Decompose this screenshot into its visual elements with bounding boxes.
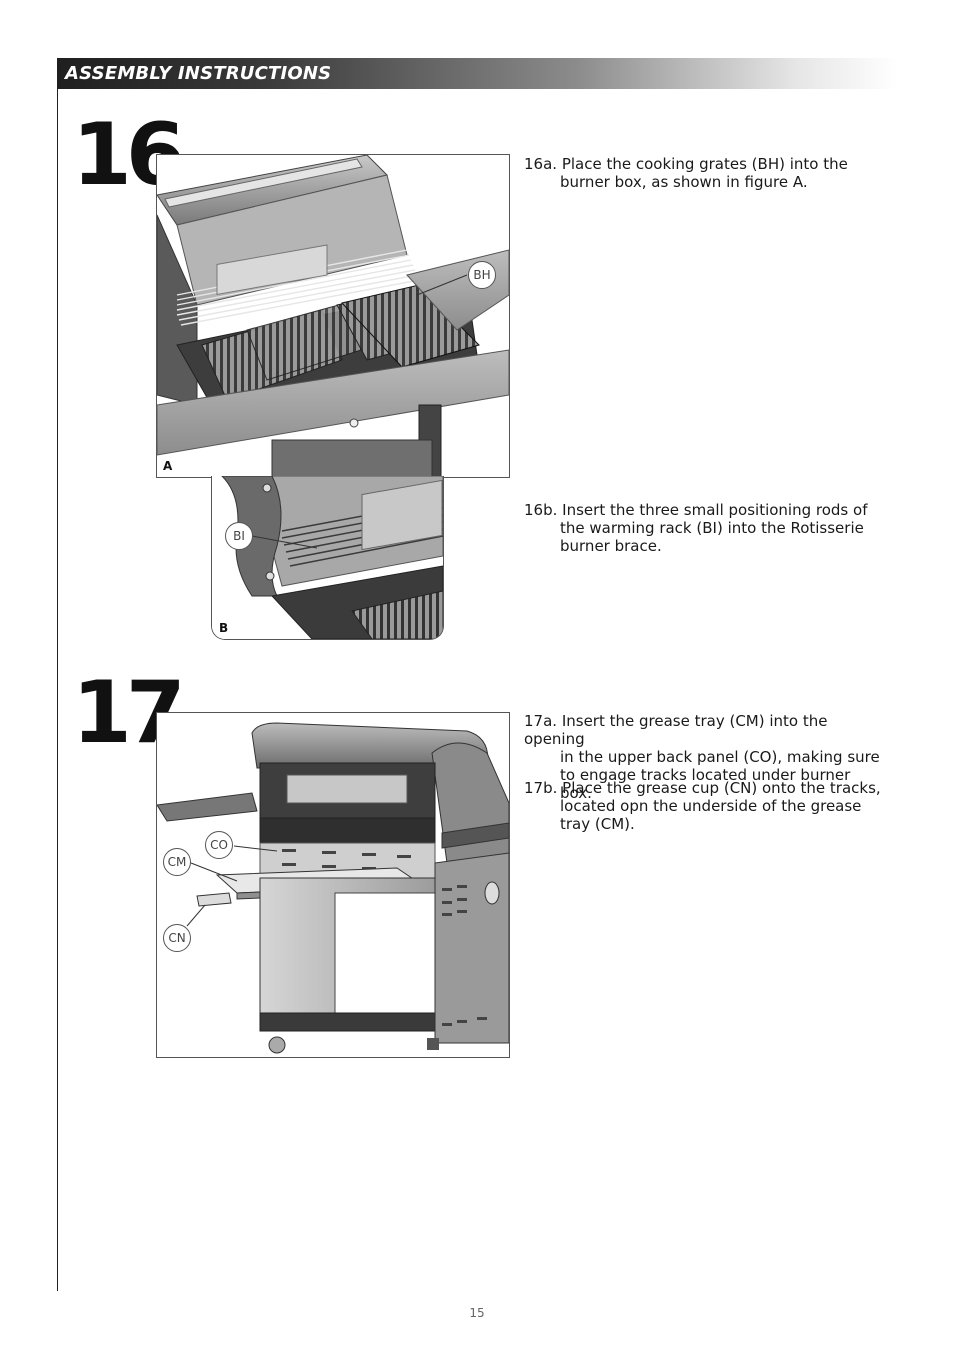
instruction-17a: 17a. Insert the grease tray (CM) into th… [524, 712, 884, 802]
left-margin-rule [57, 89, 58, 1291]
instruction-text: Place the grease cup (CN) onto the track… [562, 779, 881, 797]
callout-co: CO [205, 831, 233, 859]
instruction-text: Place the cooking grates (BH) into the [561, 155, 848, 173]
callout-bh: BH [468, 261, 496, 289]
figure-label-b: B [219, 621, 229, 635]
section-title: ASSEMBLY INSTRUCTIONS [65, 63, 332, 84]
figure-grill-grease-tray: CO CM CN [156, 712, 510, 1058]
instruction-text: burner brace. [560, 537, 662, 555]
section-header-bar: ASSEMBLY INSTRUCTIONS [57, 58, 897, 89]
instruction-prefix: 16a. [524, 155, 558, 173]
instruction-16a: 16a. Place the cooking grates (BH) into … [524, 155, 884, 191]
figure-a-grill-cooking-grates: BH A [156, 154, 510, 478]
callout-cn: CN [163, 924, 191, 952]
grill-grates-illustration [157, 155, 509, 477]
callout-bi: BI [225, 522, 253, 550]
instruction-prefix: 17a. [524, 712, 558, 730]
warming-rack-illustration [212, 476, 443, 639]
figure-label-a: A [163, 459, 173, 473]
instruction-16b: 16b. Insert the three small positioning … [524, 501, 884, 555]
instruction-17b: 17b. Place the grease cup (CN) onto the … [524, 779, 884, 833]
instruction-prefix: 16b. [524, 501, 558, 519]
instruction-text: the warming rack (BI) into the Rotisseri… [560, 519, 864, 537]
instruction-text: burner box, as shown in figure A. [560, 173, 808, 191]
instruction-text: tray (CM). [560, 815, 635, 833]
instruction-prefix: 17b. [524, 779, 558, 797]
instruction-text: Insert the grease tray (CM) into the ope… [524, 712, 828, 748]
callout-cm: CM [163, 848, 191, 876]
instruction-text: to engage tracks located under burner bo… [560, 766, 851, 802]
instruction-text: in the upper back panel (CO), making sur… [560, 748, 880, 766]
instruction-text: Insert the three small positioning rods … [562, 501, 868, 519]
instruction-text: located opn the underside of the grease [560, 797, 862, 815]
figure-b-warming-rack: BI B [211, 476, 444, 640]
page-number: 15 [469, 1306, 485, 1320]
grill-front-illustration [157, 722, 509, 1054]
